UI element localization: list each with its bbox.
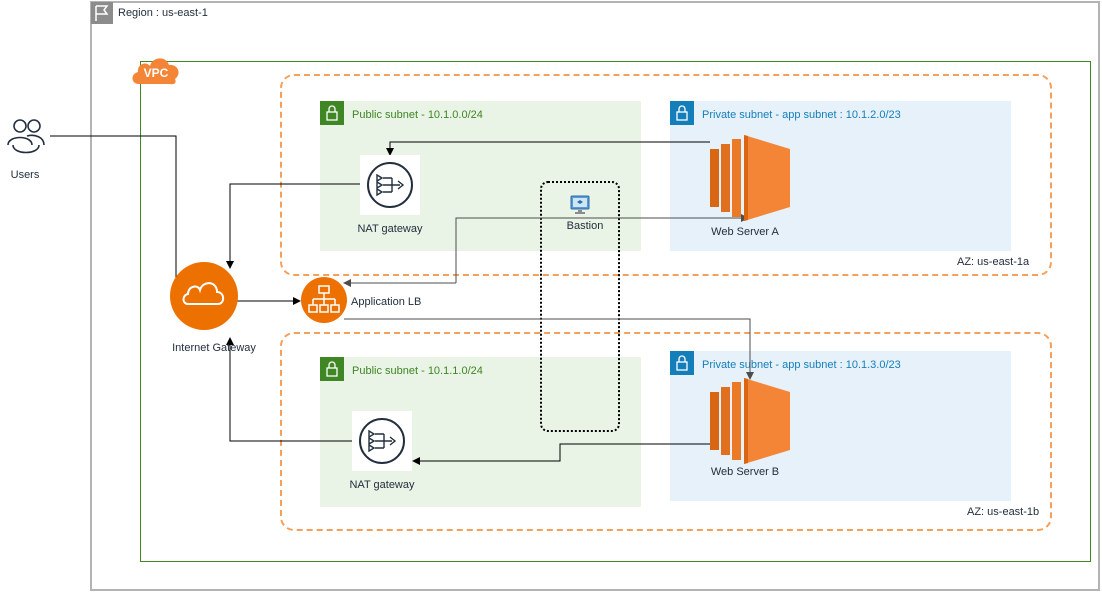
region-label: Region : us-east-1 — [118, 7, 208, 19]
az-a-label: AZ: us-east-1a — [957, 256, 1030, 268]
bastion-label: Bastion — [566, 220, 604, 232]
az-b-container — [280, 332, 1052, 531]
alb-to-server-b-line — [344, 318, 754, 380]
region-container — [90, 1, 1100, 591]
users-label: Users — [10, 169, 40, 181]
users-to-alb-line — [50, 135, 301, 305]
users-icon — [7, 119, 45, 154]
nat-a-to-igw-line — [226, 183, 360, 269]
az-b-label: AZ: us-east-1b — [967, 506, 1040, 518]
lock-icon — [320, 101, 344, 125]
nat-gateway-icon[interactable] — [360, 155, 420, 215]
bastion-group — [540, 181, 620, 432]
alb-to-server-a-line — [455, 214, 749, 283]
lock-icon — [320, 357, 344, 381]
private-subnet-b-label: Private subnet - app subnet : 10.1.3.0/2… — [702, 359, 901, 371]
server-a-to-nat-a-line — [386, 141, 710, 156]
lock-icon — [670, 101, 694, 125]
private-subnet-a-label: Private subnet - app subnet : 10.1.2.0/2… — [702, 109, 901, 121]
lock-icon — [670, 351, 694, 375]
public-subnet-b-label: Public subnet - 10.1.1.0/24 — [352, 365, 483, 377]
nat-gateway-b-label: NAT gateway — [349, 479, 415, 491]
vpc-label: VPC — [144, 66, 169, 80]
vpc-cloud-icon: VPC — [132, 58, 179, 85]
vpc-container — [140, 61, 1091, 562]
public-subnet-a-label: Public subnet - 10.1.0.0/24 — [352, 109, 483, 121]
ec2-instance-icon[interactable] — [708, 378, 792, 464]
region-flag-icon — [91, 2, 113, 24]
load-balancer-label: Application LB — [351, 296, 422, 308]
nat-gateway-icon[interactable] — [352, 411, 412, 471]
internet-gateway-icon[interactable] — [170, 262, 238, 330]
ec2-instance-icon[interactable] — [708, 135, 792, 221]
internet-gateway-label: Internet Gateway — [172, 342, 256, 354]
bastion-instance-icon[interactable] — [570, 195, 590, 215]
load-balancer-icon[interactable] — [301, 277, 347, 323]
server-b-to-nat-b-line — [412, 443, 710, 465]
nat-gateway-a-label: NAT gateway — [357, 223, 423, 235]
nat-b-to-igw-line — [226, 337, 352, 442]
web-server-b-label: Web Server B — [710, 466, 780, 478]
az-a-container — [280, 74, 1052, 276]
web-server-a-label: Web Server A — [711, 226, 779, 238]
